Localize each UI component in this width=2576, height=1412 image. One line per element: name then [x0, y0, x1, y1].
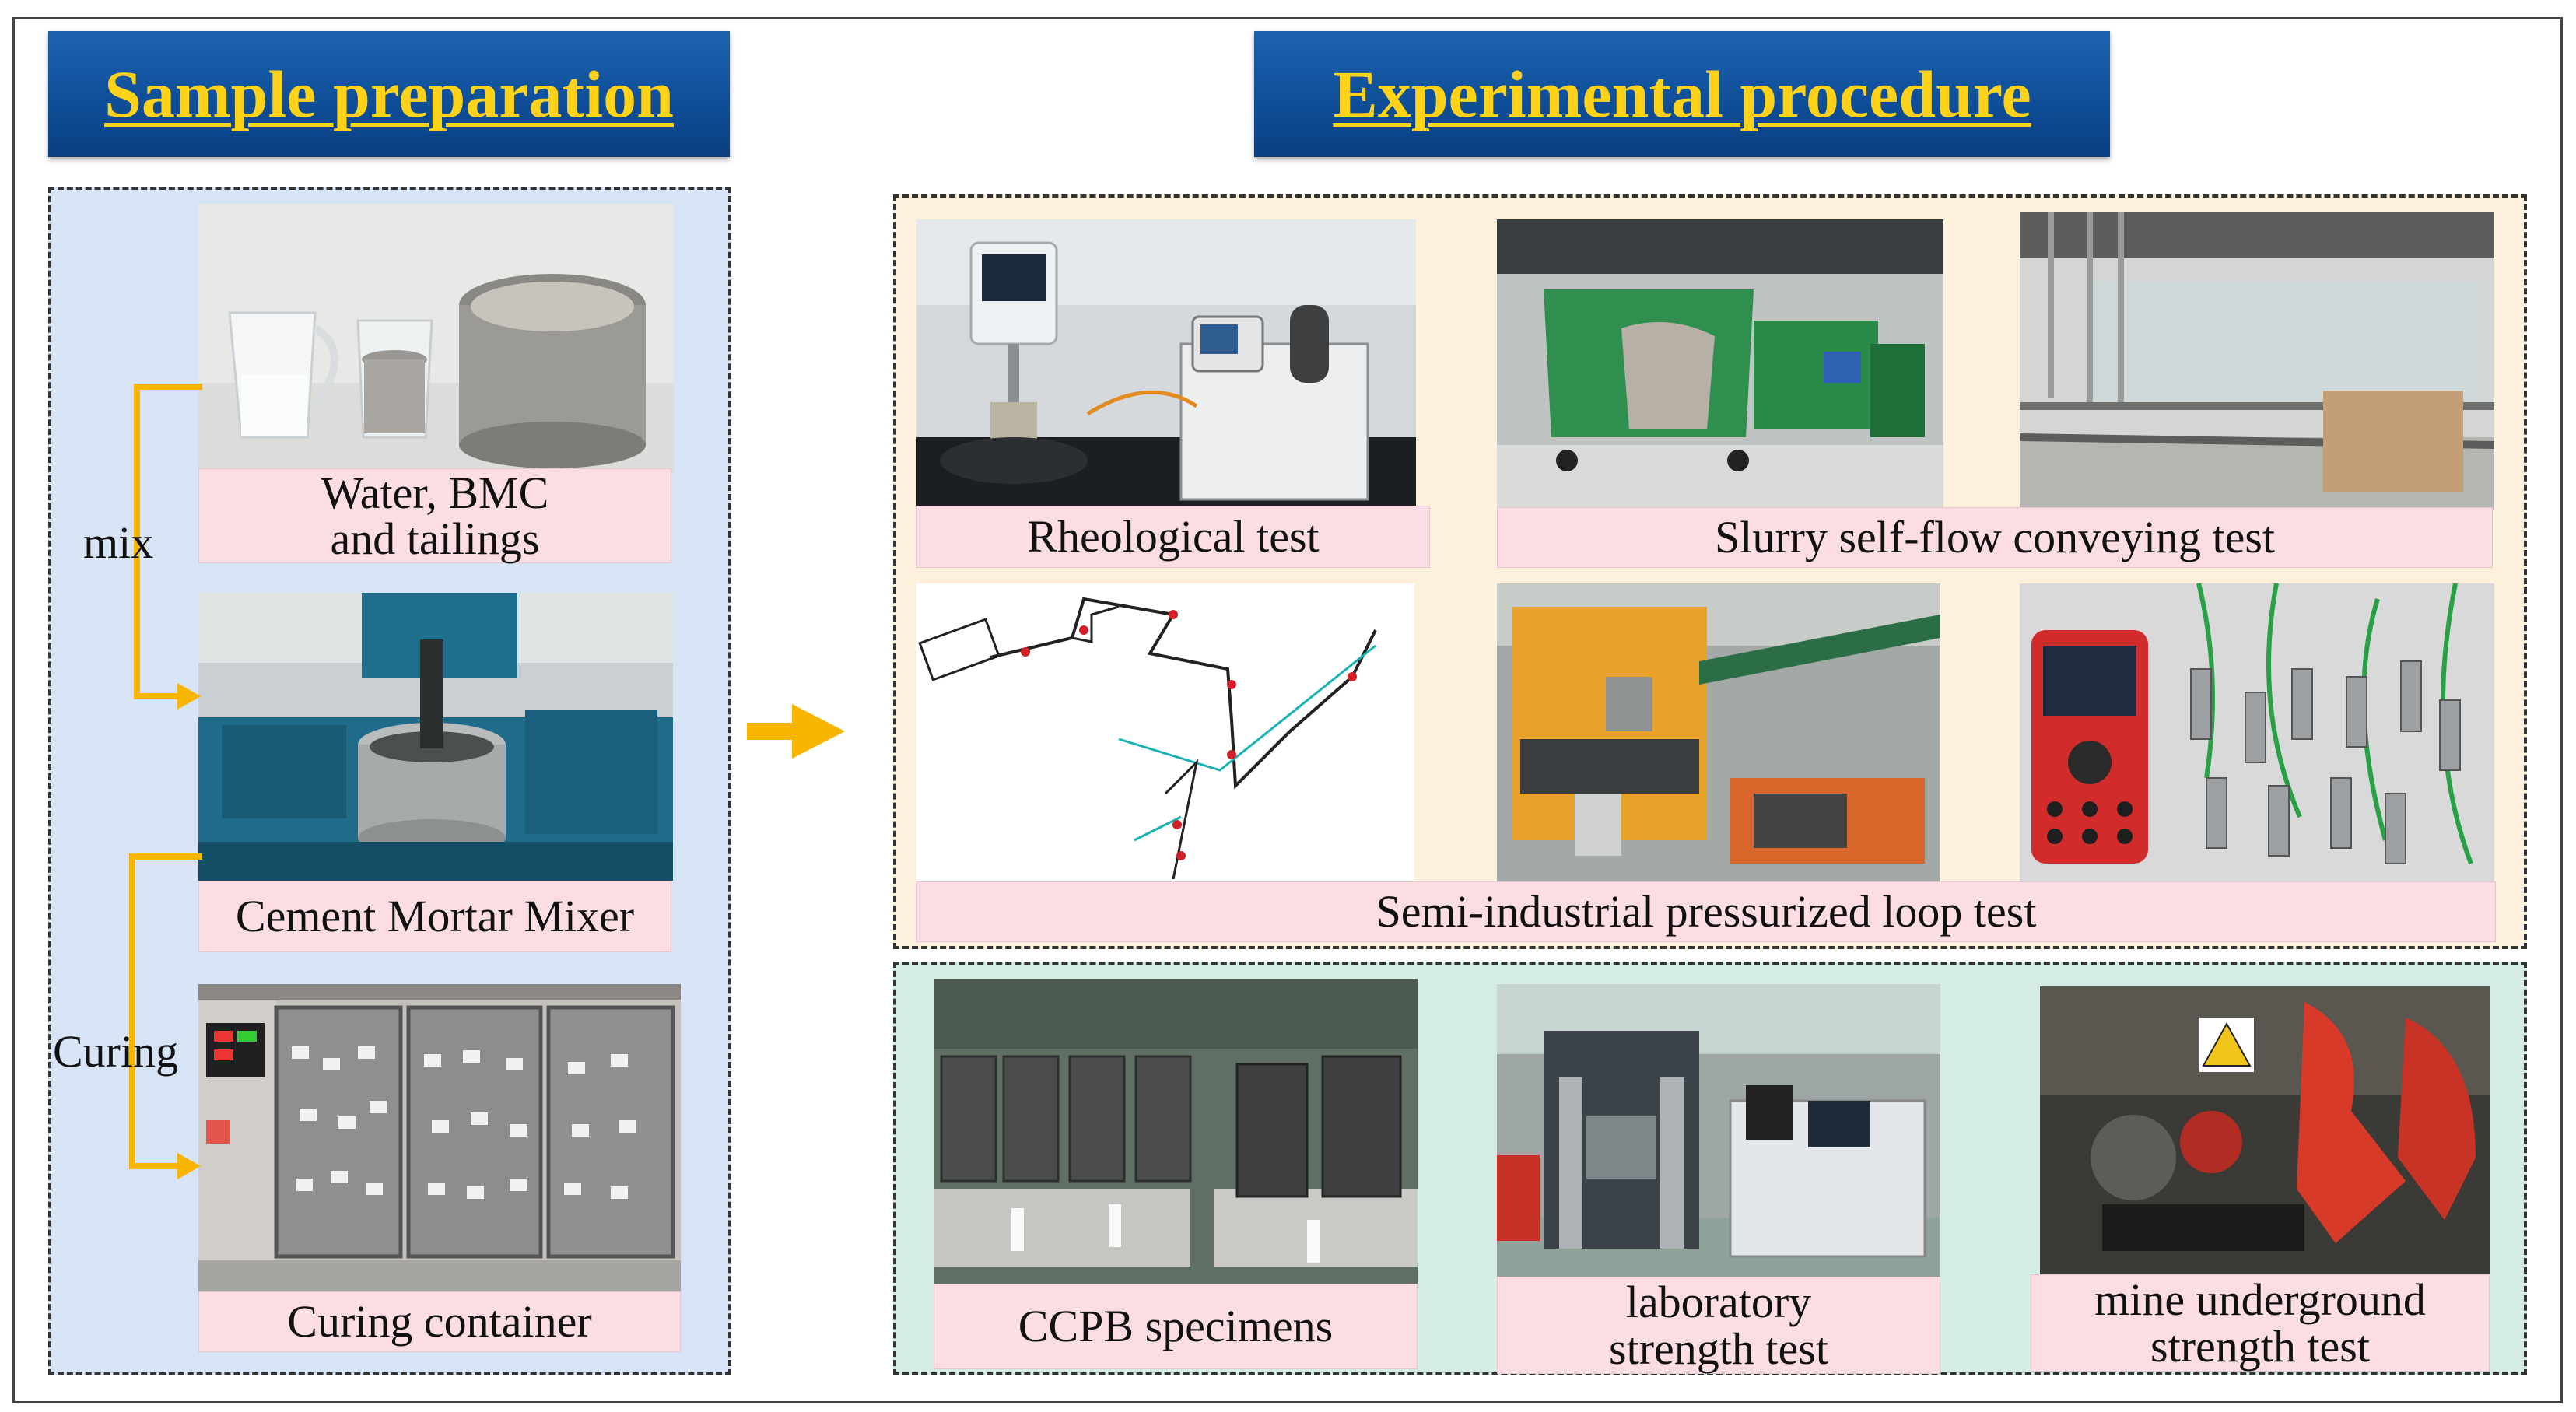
mine-underground-photo	[2040, 986, 2490, 1274]
ccpb-caption: CCPB specimens	[934, 1284, 1418, 1369]
mix-arrow-bottom	[134, 693, 180, 699]
curing-arrow-vertical	[129, 853, 135, 1169]
curing-container-caption: Curing container	[198, 1291, 681, 1352]
curing-arrowhead	[177, 1153, 201, 1179]
materials-caption: Water, BMC and tailings	[198, 468, 671, 563]
experimental-procedure-banner: Experimental procedure	[1254, 31, 2110, 157]
slurry-caption: Slurry self-flow conveying test	[1497, 507, 2493, 568]
pressure-sensors-photo	[2020, 583, 2494, 883]
mix-arrow-vertical	[134, 384, 140, 699]
curing-container-photo	[198, 984, 681, 1291]
slurry-mixer-photo	[1497, 219, 1943, 507]
sample-preparation-banner: Sample preparation	[48, 31, 730, 157]
lab-strength-caption: laboratory strength test	[1497, 1277, 1940, 1374]
mine-strength-caption: mine underground strength test	[2031, 1274, 2490, 1372]
experimental-procedure-title: Experimental procedure	[1333, 57, 2031, 131]
curing-arrow-bottom	[129, 1163, 180, 1169]
materials-photo	[198, 204, 673, 472]
figure-frame	[12, 17, 2563, 1403]
sample-preparation-title: Sample preparation	[104, 57, 674, 131]
main-arrowhead	[792, 704, 845, 759]
curing-arrow-top	[129, 853, 202, 860]
rheological-caption: Rheological test	[916, 506, 1430, 568]
rheometer-photo	[916, 219, 1416, 511]
loop-equipment-photo	[1497, 583, 1940, 883]
mix-label: mix	[83, 517, 154, 568]
curing-label: Curing	[53, 1026, 179, 1077]
mix-arrow-top	[134, 384, 202, 390]
main-arrow-shaft	[747, 723, 794, 740]
lab-strength-photo	[1497, 984, 1940, 1277]
ccpb-specimens-photo	[934, 979, 1418, 1284]
loop-caption: Semi-industrial pressurized loop test	[916, 881, 2496, 942]
loop-schematic-diagram	[916, 583, 1414, 883]
pipe-rig-photo	[2020, 212, 2494, 510]
mix-arrowhead	[177, 683, 201, 710]
mortar-mixer-caption: Cement Mortar Mixer	[198, 881, 671, 952]
mortar-mixer-photo	[198, 593, 673, 881]
